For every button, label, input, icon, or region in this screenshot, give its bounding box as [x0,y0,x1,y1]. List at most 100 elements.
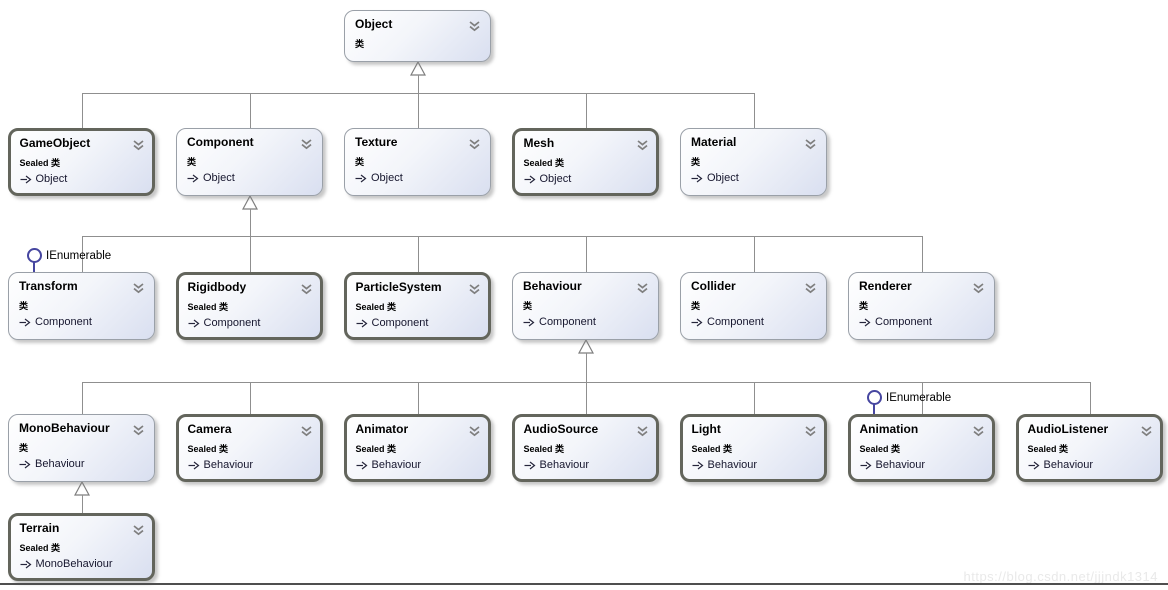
class-modifier: Sealed 类 [523,443,565,454]
base-class-row: Behaviour [188,459,314,472]
collapse-chevron-icon[interactable] [804,137,817,155]
base-class-row: Object [524,173,650,186]
connector-line [81,236,83,272]
class-node-header: Terrain [20,521,146,541]
base-class-row: Object [20,173,146,186]
inheritance-arrow-icon [1028,461,1039,469]
inheritance-arrow-icon [355,174,367,183]
class-node-header: Light [692,422,818,442]
class-node-header: AudioSource [524,422,650,442]
collapse-chevron-icon[interactable] [300,137,313,155]
class-node-mesh[interactable]: Mesh Sealed 类 Object [512,128,659,196]
base-class-name: Behaviour [875,458,926,471]
class-node-transform[interactable]: Transform 类 Component [8,272,155,340]
collapse-chevron-icon[interactable] [636,281,649,299]
collapse-chevron-icon[interactable] [132,423,145,441]
connector-line [753,236,755,272]
class-node-texture[interactable]: Texture 类 Object [344,128,491,196]
class-node-particlesystem[interactable]: ParticleSystem Sealed 类 Component [344,272,491,340]
inheritance-triangle-icon [409,60,426,76]
base-class-row: Component [356,317,482,330]
collapse-chevron-icon[interactable] [468,137,481,155]
base-class-row: Behaviour [1028,459,1154,472]
collapse-chevron-icon[interactable] [972,281,985,299]
class-node-header: Texture [355,135,482,155]
class-node-light[interactable]: Light Sealed 类 Behaviour [680,414,827,482]
class-modifier: Sealed 类 [691,443,733,454]
collapse-chevron-icon[interactable] [132,281,145,299]
class-node-header: MonoBehaviour [19,421,146,441]
connector-line [249,209,251,236]
class-node-rigidbody[interactable]: Rigidbody Sealed 类 Component [176,272,323,340]
class-modifier: 类 [355,39,365,49]
interface-lollipop[interactable]: IEnumerable [848,390,988,414]
class-node-terrain[interactable]: Terrain Sealed 类 MonoBehaviour [8,513,155,581]
class-modifier: 类 [19,301,29,311]
collapse-chevron-icon[interactable] [132,523,145,541]
base-class-row: Component [523,316,650,329]
class-node-header: Material [691,135,818,155]
interface-lollipop-icon[interactable] [867,390,882,405]
class-node-object[interactable]: Object 类 [344,10,491,62]
class-modifier: 类 [187,157,197,167]
class-modifier: Sealed 类 [187,443,229,454]
class-node-audiolistener[interactable]: AudioListener Sealed 类 Behaviour [1016,414,1163,482]
connector-line [81,236,922,237]
class-modifier: 类 [691,301,701,311]
inheritance-arrow-icon [356,461,367,469]
interface-lollipop-icon[interactable] [27,248,42,263]
collapse-chevron-icon[interactable] [468,19,481,37]
class-modifier: Sealed 类 [355,443,397,454]
class-modifier: Sealed 类 [1027,443,1069,454]
base-class-name: Object [35,172,68,185]
class-name: Terrain [19,520,60,535]
base-class-name: Object [203,172,235,184]
collapse-chevron-icon[interactable] [1140,424,1153,442]
inheritance-arrow-icon [859,318,871,327]
class-node-animation[interactable]: Animation Sealed 类 Behaviour [848,414,995,482]
base-class-row: MonoBehaviour [20,558,146,571]
collapse-chevron-icon[interactable] [132,138,145,156]
base-class-row: Behaviour [860,459,986,472]
class-node-camera[interactable]: Camera Sealed 类 Behaviour [176,414,323,482]
class-name: Transform [19,279,78,293]
collapse-chevron-icon[interactable] [468,424,481,442]
class-node-behaviour[interactable]: Behaviour 类 Component [512,272,659,340]
connector-line [417,382,419,414]
class-node-gameobject[interactable]: GameObject Sealed 类 Object [8,128,155,196]
class-node-renderer[interactable]: Renderer 类 Component [848,272,995,340]
collapse-chevron-icon[interactable] [468,282,481,300]
base-class-name: Component [707,316,764,328]
connector-line [249,382,251,414]
class-node-audiosource[interactable]: AudioSource Sealed 类 Behaviour [512,414,659,482]
class-name: Light [691,421,721,436]
base-class-name: Behaviour [539,458,590,471]
collapse-chevron-icon[interactable] [300,424,313,442]
class-node-animator[interactable]: Animator Sealed 类 Behaviour [344,414,491,482]
class-modifier: 类 [859,301,869,311]
collapse-chevron-icon[interactable] [972,424,985,442]
base-class-row: Behaviour [692,459,818,472]
collapse-chevron-icon[interactable] [804,424,817,442]
class-modifier: 类 [355,157,365,167]
class-modifier: Sealed 类 [523,157,565,168]
class-node-material[interactable]: Material 类 Object [680,128,827,196]
connector-line [81,93,83,128]
class-node-collider[interactable]: Collider 类 Component [680,272,827,340]
collapse-chevron-icon[interactable] [636,424,649,442]
interface-lollipop[interactable]: IEnumerable [8,248,148,272]
base-class-name: Behaviour [371,458,422,471]
class-name: Material [691,135,737,149]
connector-line [249,236,251,272]
collapse-chevron-icon[interactable] [804,281,817,299]
class-modifier: Sealed 类 [859,443,901,454]
connector-line [81,382,83,414]
class-node-component[interactable]: Component 类 Object [176,128,323,196]
connector-line [81,495,83,513]
base-class-row: Component [691,316,818,329]
connector-line [921,382,923,414]
collapse-chevron-icon[interactable] [300,282,313,300]
collapse-chevron-icon[interactable] [636,138,649,156]
class-node-header: Mesh [524,136,650,156]
class-node-monobehaviour[interactable]: MonoBehaviour 类 Behaviour [8,414,155,482]
